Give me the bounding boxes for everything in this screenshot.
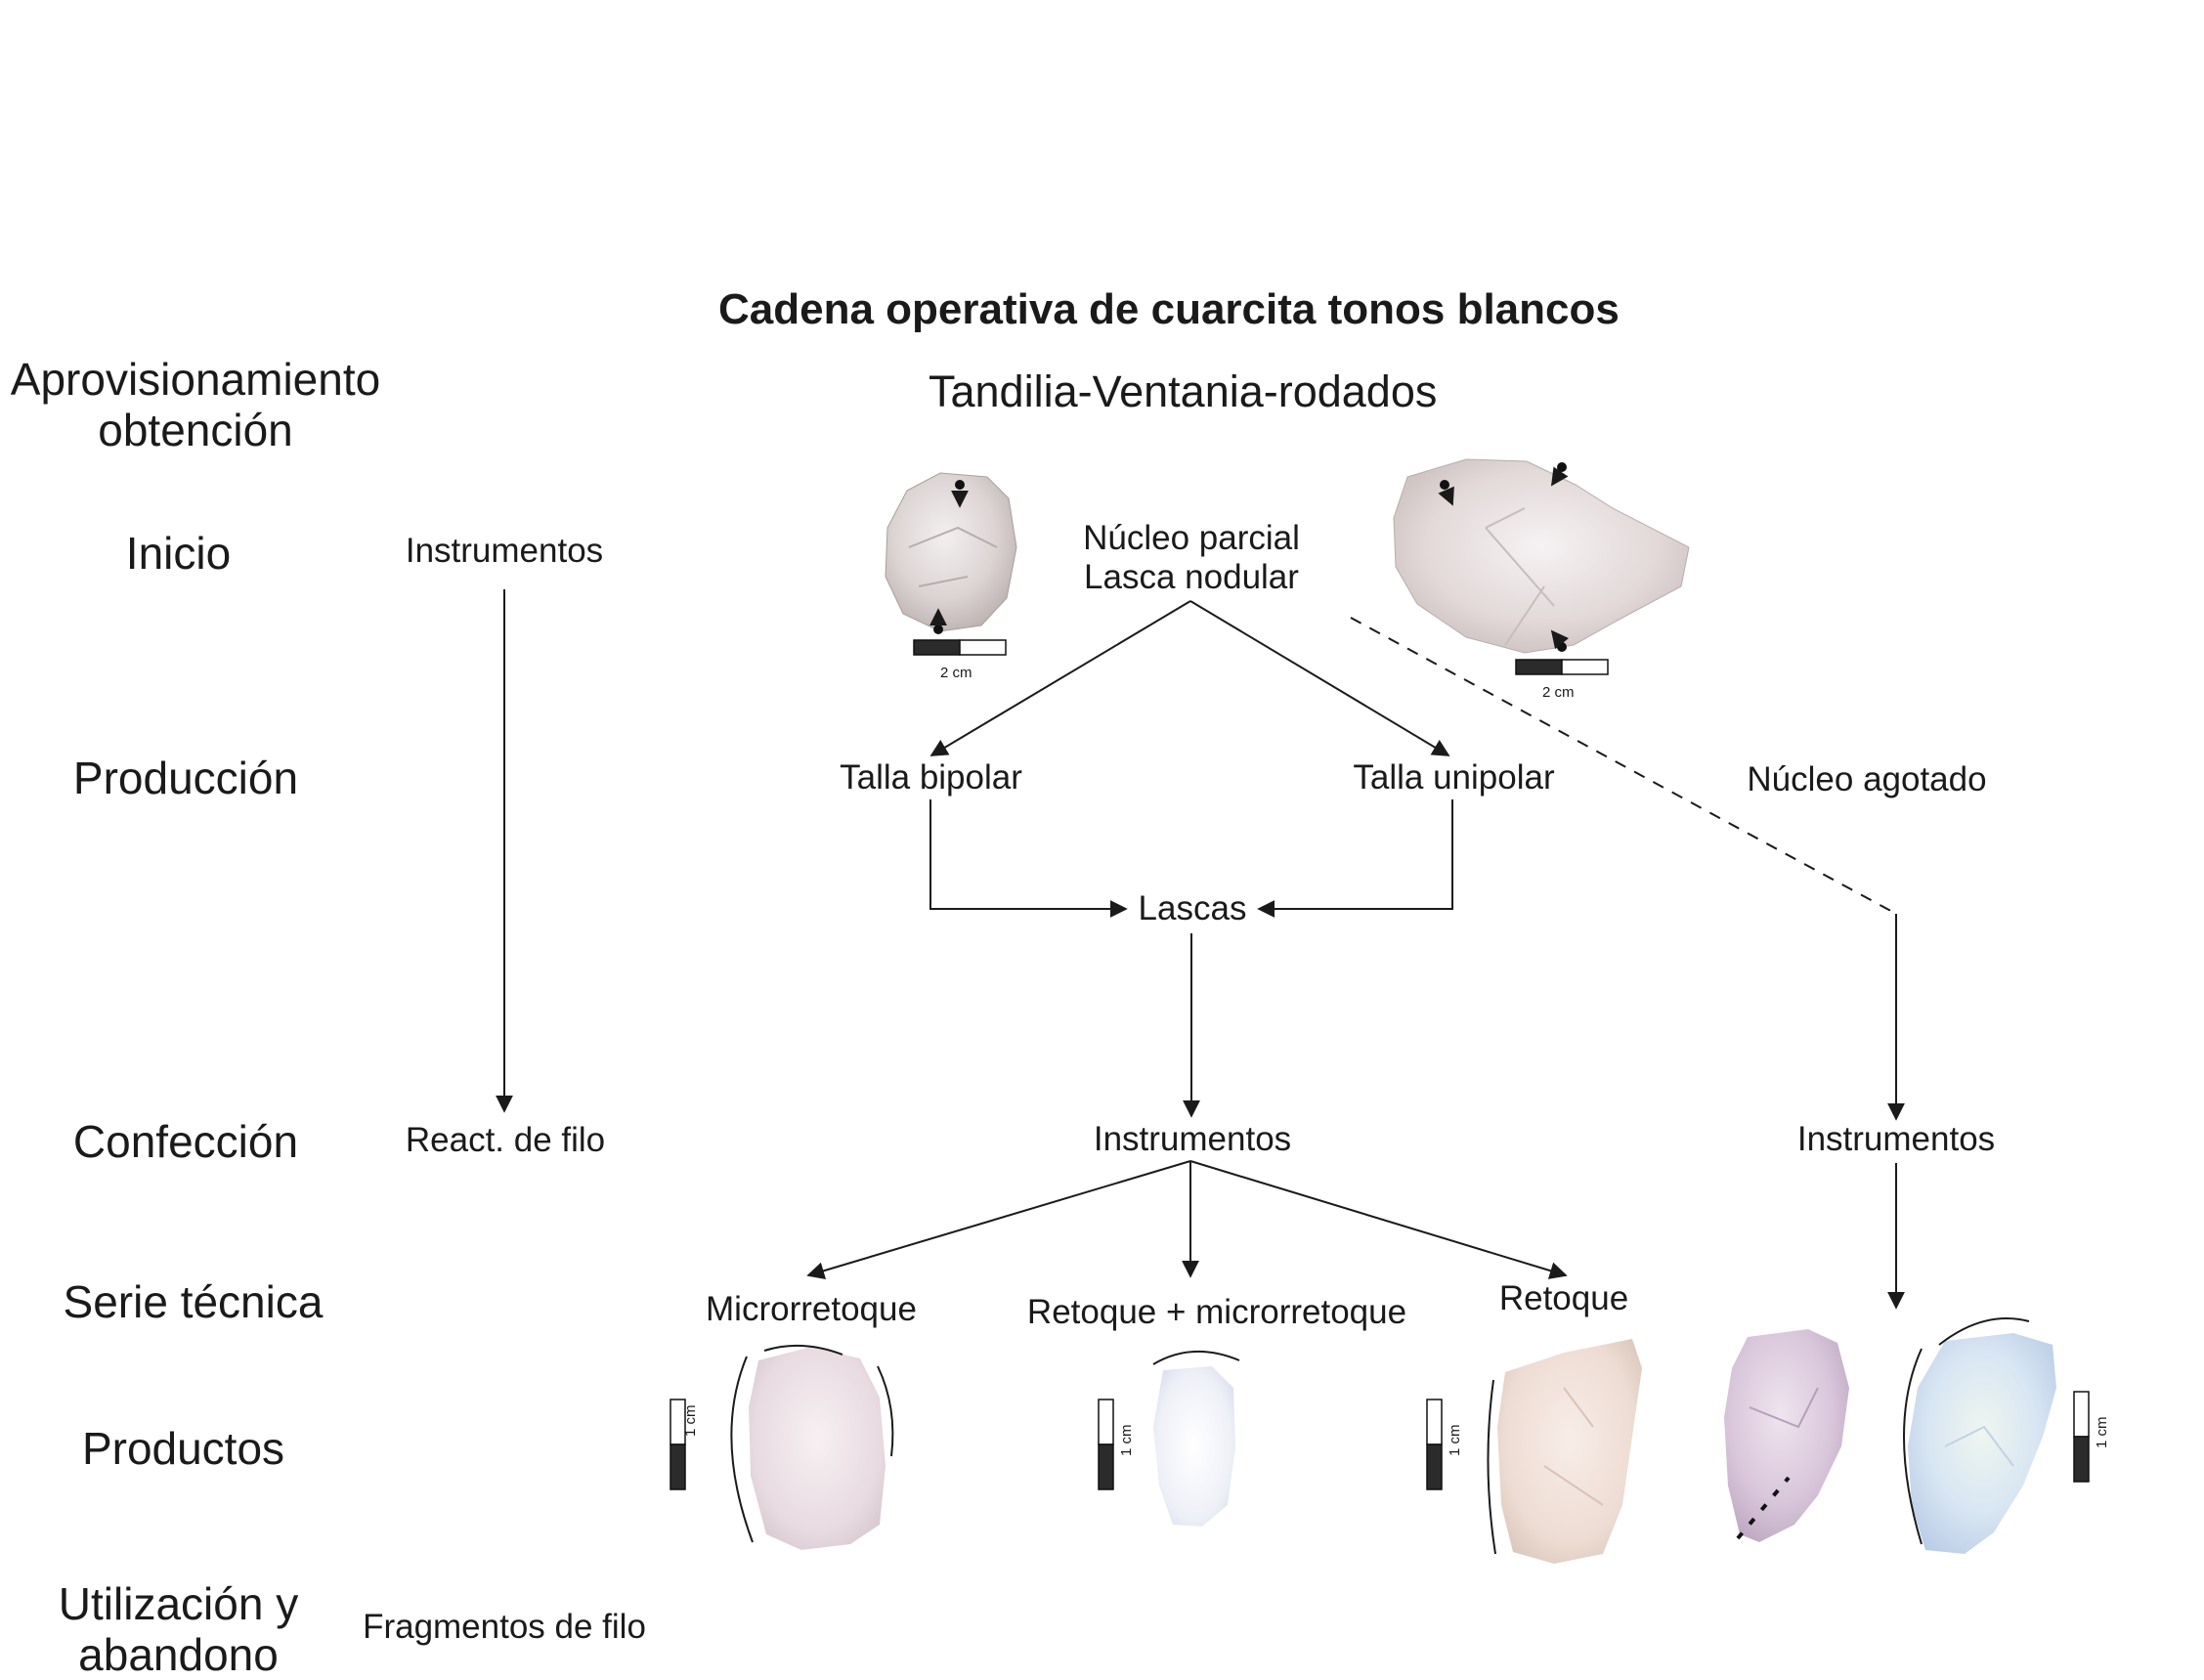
diagram-title: Cadena operativa de cuarcita tonos blanc… xyxy=(718,285,1620,333)
scale-bar-1cm-p3 xyxy=(1426,1399,1443,1490)
scale-bar-1cm-p1 xyxy=(670,1399,686,1490)
node-retoque-micro: Retoque + microrretoque xyxy=(1026,1293,1407,1331)
product-right-a-photo xyxy=(1724,1329,1849,1542)
scale-label-2cm-right: 2 cm xyxy=(1542,684,1575,701)
arrow-bipolar-to-lascas xyxy=(929,799,1128,918)
node-lascas: Lascas xyxy=(1138,889,1247,927)
stage-productos: Productos xyxy=(81,1423,285,1474)
arrow-to-retoque xyxy=(1189,1160,1568,1279)
product-retoque-micro-photo xyxy=(1152,1351,1240,1527)
diagram-subtitle: Tandilia-Ventania-rodados xyxy=(929,366,1438,416)
scale-label-1cm-p1: 1 cm xyxy=(682,1404,699,1437)
scale-label-2cm-left: 2 cm xyxy=(940,665,972,681)
node-lasca-nodular: Lasca nodular xyxy=(1084,558,1299,596)
product-right-b-photo xyxy=(1903,1317,2056,1554)
arrow-to-microrretoque xyxy=(806,1160,1191,1279)
node-instrumentos-right: Instrumentos xyxy=(1796,1120,1996,1158)
node-instrumentos-center: Instrumentos xyxy=(1093,1120,1292,1158)
scale-bar-1cm-p4 xyxy=(2073,1391,2090,1483)
node-talla-bipolar: Talla bipolar xyxy=(840,758,1022,797)
left-react-filo: React. de filo xyxy=(405,1121,606,1159)
node-nucleo-agotado: Núcleo agotado xyxy=(1747,760,1987,798)
left-fragmentos-filo: Fragmentos de filo xyxy=(363,1608,646,1646)
scale-bar-1cm-p2 xyxy=(1098,1399,1114,1490)
stage-utilizacion: Utilización y abandono xyxy=(58,1578,299,1680)
arrow-to-talla-bipolar xyxy=(929,600,1191,756)
scale-label-1cm-p3: 1 cm xyxy=(1447,1424,1463,1456)
dashed-path-nucleo-agotado xyxy=(1350,617,1897,915)
connectors xyxy=(496,589,1905,1310)
scale-bar-2cm-left xyxy=(913,639,1007,656)
node-retoque: Retoque xyxy=(1498,1279,1629,1317)
scale-bar-2cm-right xyxy=(1515,659,1609,675)
stage-produccion: Producción xyxy=(72,753,299,803)
arrow-unipolar-to-lascas xyxy=(1257,799,1453,918)
stage-confeccion: Confección xyxy=(72,1116,299,1167)
stage-aprovisionamiento: Aprovisionamiento obtención xyxy=(10,354,381,455)
node-talla-unipolar: Talla unipolar xyxy=(1353,758,1555,797)
arrow-to-talla-unipolar xyxy=(1189,600,1450,756)
stage-inicio: Inicio xyxy=(125,528,232,579)
left-instrumentos: Instrumentos xyxy=(405,532,604,570)
scale-label-1cm-p4: 1 cm xyxy=(2094,1416,2110,1448)
nucleo-agotado-photo xyxy=(1393,458,1690,654)
node-microrretoque: Microrretoque xyxy=(706,1290,917,1328)
stage-serie-tecnica: Serie técnica xyxy=(63,1276,324,1327)
scale-label-1cm-p2: 1 cm xyxy=(1118,1424,1135,1456)
nucleo-parcial-photo xyxy=(885,472,1017,634)
product-microrretoque-photo xyxy=(730,1344,894,1550)
node-nucleo-parcial: Núcleo parcial xyxy=(1083,519,1300,557)
product-retoque-photo xyxy=(1487,1339,1642,1564)
